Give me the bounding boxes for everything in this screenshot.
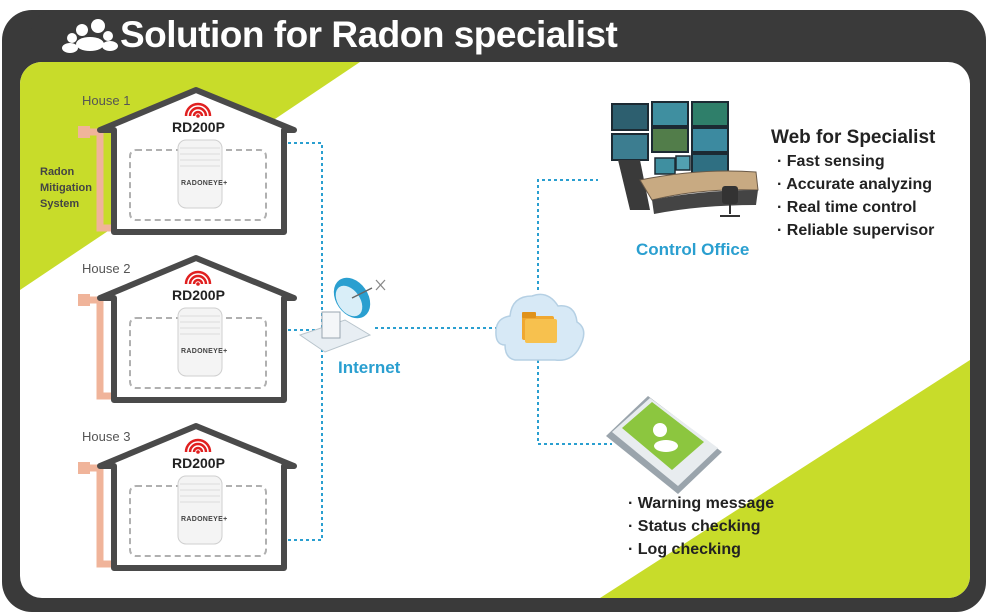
satellite-dish-icon [298,277,386,353]
header-tab [30,10,985,62]
mobile-feature-item: Status checking [628,515,774,538]
house-label: House 3 [82,429,131,444]
wifi-icon [184,102,212,118]
house [78,255,297,403]
device-model-label: RD200P [172,119,225,135]
wifi-arc [192,278,204,285]
pipe-cap [78,462,90,474]
radon-device [177,139,223,209]
pipe-cap [78,126,90,138]
house-label: House 1 [82,93,131,108]
wifi-arc [188,106,208,117]
house-label: House 2 [82,261,131,276]
wifi-arc [184,102,212,117]
mobile-feature-item: Log checking [628,538,774,561]
device-brand-label: RADONEYE+ [181,348,228,355]
control-room-icon [611,101,759,217]
wifi-arc [184,438,212,453]
web-feature-item: Real time control [777,196,934,219]
device-model-label: RD200P [172,455,225,471]
wifi-arc [192,446,204,453]
wifi-icon [184,438,212,454]
web-for-specialist-title: Web for Specialist [771,127,936,148]
mobile-feature-list: Warning message Status checking Log chec… [628,492,774,561]
web-feature-item: Reliable supervisor [777,219,935,242]
house [78,87,297,235]
connection-lines [288,142,612,541]
wifi-arc [188,274,208,285]
device-model-label: RD200P [172,287,225,303]
wifi-icon [184,270,212,286]
mobile-feature-item: Warning message [628,492,774,515]
mitigation-system-label: Radon Mitigation System [40,166,92,210]
wifi-dot [196,114,200,118]
device-brand-label: RADONEYE+ [181,180,228,187]
page-title: Solution for Radon specialist [120,14,618,55]
web-feature-item: Fast sensing [777,150,934,173]
wifi-arc [184,270,212,285]
cloud-folder-icon [495,293,585,362]
pipe-cap [78,294,90,306]
wifi-arc [192,110,204,117]
web-feature-list: Fast sensing Accurate analyzing Real tim… [777,150,934,242]
radon-device [177,307,223,377]
wifi-dot [196,450,200,454]
people-icon [62,19,118,53]
wifi-arc [188,442,208,453]
house [78,423,297,571]
radon-device [177,475,223,545]
smartphone-user-icon [606,396,722,494]
web-feature-item: Accurate analyzing [777,173,934,196]
internet-label: Internet [338,358,401,377]
device-brand-label: RADONEYE+ [181,516,228,523]
wifi-dot [196,282,200,286]
control-office-label: Control Office [636,240,750,259]
